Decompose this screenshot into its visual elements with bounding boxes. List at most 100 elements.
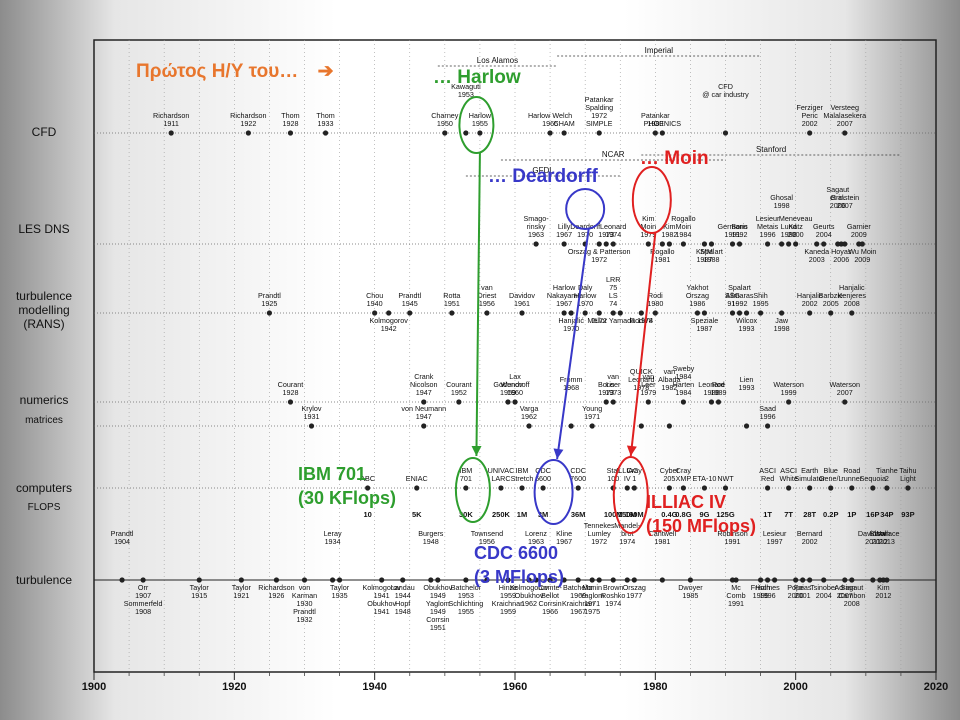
event-label: 1982 [661,383,677,392]
event-label: 2002 [802,299,818,308]
event-label: Taylor [190,583,210,592]
event-label: 1987 [696,255,712,264]
event-label: Albada [658,375,680,384]
event-label: Lax [509,372,521,381]
event-marker [842,399,848,405]
event-label: Ghosal [770,193,793,202]
event-label: Kaneda [804,247,829,256]
event-label: 1947 [416,412,432,421]
event-label: Mandel- [614,521,641,530]
event-label: Kim [877,583,889,592]
event-label: Waterson [830,380,861,389]
event-label: Harten [673,380,695,389]
arrow-moin-illiac-line [629,232,657,457]
event-marker [807,485,813,491]
event-label: 1925 [261,299,277,308]
event-marker [512,399,518,405]
event-label: 2007 [837,388,853,397]
event-label: Kraichnan [492,599,524,608]
event-marker [807,577,813,583]
event-marker [596,241,602,247]
event-label: Robinson [717,529,747,538]
event-label: Fromm [560,375,583,384]
row-label-turbulence: turbulence [15,573,73,587]
event-label: Spalart [700,247,723,256]
event-label: Blue [824,466,838,475]
event-label: JL72 [591,316,607,325]
event-marker [729,241,736,247]
event-label: Krylov [302,404,322,413]
event-marker [505,577,511,583]
event-label: Allmaras [726,291,754,300]
event-marker [603,399,609,405]
flops-label: 150M [618,510,637,519]
event-label: Sagaut [840,583,863,592]
event-marker [624,577,630,583]
event-label: 2003 [809,255,825,264]
event-label: 1974 [619,537,635,546]
event-label: 2000 [788,591,804,600]
event-label: Kolmogorov [510,583,549,592]
event-label: 1989 [710,388,726,397]
event-marker [624,485,630,491]
illiac-highlight-ellipse [612,456,649,534]
event-label: 1970 [563,324,579,333]
event-marker [547,577,553,583]
event-label: Harlow [553,283,576,292]
event-label: Leer [641,380,656,389]
event-marker [617,310,623,316]
flops-label: 1M [517,510,527,519]
x-tick-label: 1920 [222,681,246,693]
event-label: Nakayama [547,291,581,300]
arrow-right-icon: ➔ [317,61,334,82]
event-label: Lesieur [763,529,787,538]
event-marker [645,399,651,405]
event-label: 1974 [605,230,621,239]
event-marker [287,130,294,136]
event-marker [463,485,469,491]
event-label: 1978 [633,383,649,392]
event-marker [765,485,771,491]
event-label: LARC [491,474,510,483]
event-label: 1959 [500,388,516,397]
event-label: NWT [717,474,734,483]
row-label-numerics: numerics [19,393,69,407]
event-label: 1966 [542,607,558,616]
event-label: 1977 [626,591,642,600]
event-label: 1998 [774,324,790,333]
event-label: 1956 [479,299,495,308]
event-marker [779,310,785,316]
event-marker [372,310,378,316]
event-label: Light [900,474,916,483]
event-label: Metais [757,222,779,231]
event-marker [477,130,483,136]
event-label: 1930 [297,599,313,608]
band-label: GFDL [532,166,554,175]
event-label: 1921 [233,591,249,600]
event-label: CHAM [554,119,575,128]
event-label: Holmes [755,583,780,592]
event-marker [463,130,469,136]
event-label: 1928 [282,388,298,397]
event-marker [449,310,455,316]
event-label: 2007 [837,591,853,600]
event-label: 7600 [570,474,586,483]
event-marker [638,423,644,429]
event-label: 2007 [837,201,853,210]
event-label: 1972 [591,537,607,546]
flops-label: 3M [538,510,548,519]
event-label: Leray [324,529,342,538]
callout-ibm701-flops: (30 KFlops) [298,488,397,508]
event-marker [779,241,785,247]
event-label: Yaglom [426,599,450,608]
event-label: 1911 [163,119,178,128]
event-marker [733,577,739,583]
event-marker [884,577,890,583]
event-marker [884,485,890,491]
event-label: Lorenz [525,529,547,538]
row-label-flops: FLOPS [27,502,61,513]
event-label: 1933 [318,119,334,128]
event-marker [736,241,743,247]
event-marker [329,577,336,583]
